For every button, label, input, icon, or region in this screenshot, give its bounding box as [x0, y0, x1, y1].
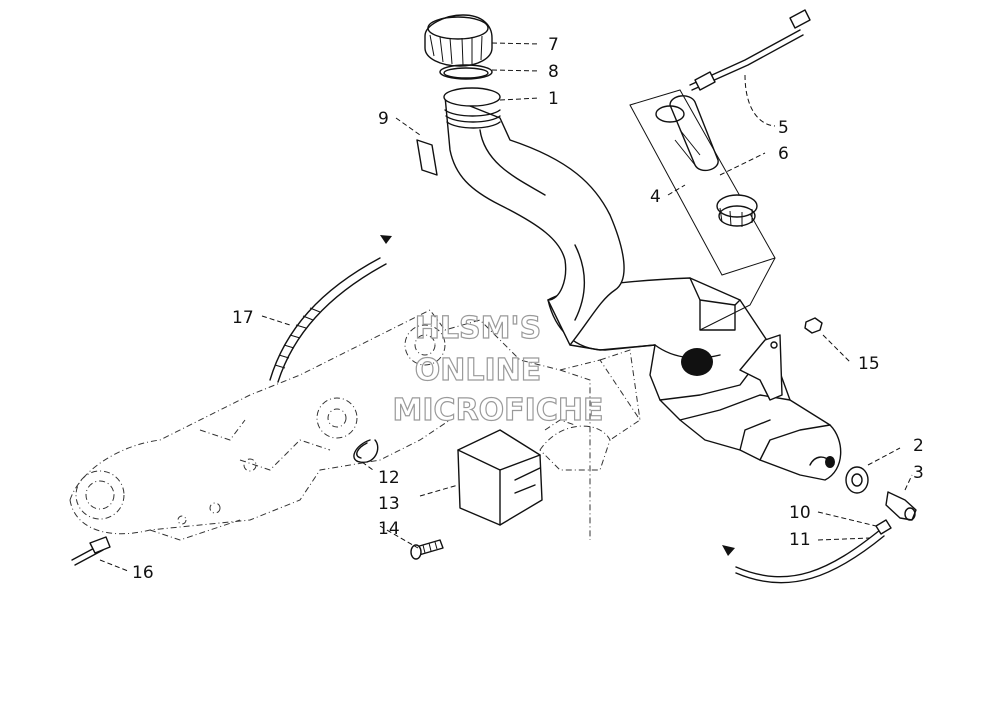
callout-5: 5	[778, 118, 789, 138]
callout-1: 1	[548, 89, 559, 109]
watermark-line-2: ONLINE	[415, 353, 542, 388]
hose-clamp	[353, 439, 379, 463]
fuel-cap	[424, 14, 493, 67]
filler-neck	[443, 87, 625, 346]
vent-hose	[269, 235, 392, 383]
watermark-line-3: MICROFICHE	[393, 393, 604, 428]
callout-8: 8	[548, 62, 559, 82]
fuel-sender-assembly	[629, 9, 811, 331]
o-ring	[439, 64, 493, 80]
callout-2: 2	[913, 436, 924, 456]
cover-box	[457, 429, 543, 526]
watermark: HLSM'S ONLINE MICROFICHE	[392, 310, 604, 428]
callout-7: 7	[548, 35, 559, 55]
callout-6: 6	[778, 144, 789, 164]
callout-9: 9	[378, 109, 389, 129]
callout-11: 11	[789, 530, 811, 550]
callout-12: 12	[378, 468, 400, 488]
screw	[410, 539, 444, 560]
callout-14: 14	[378, 519, 400, 539]
hose-fitting	[71, 536, 111, 566]
frame-outline	[69, 309, 641, 541]
leader-lines	[99, 42, 913, 572]
grommet	[845, 466, 869, 494]
callout-16: 16	[132, 563, 154, 583]
bracket	[739, 317, 823, 401]
fuel-hose	[722, 519, 892, 584]
callout-labels: 7 8 1 9 5 6 4 15 2 3 10 11 17 12 13 14 1…	[132, 35, 924, 583]
callout-17: 17	[232, 308, 254, 328]
callout-10: 10	[789, 503, 811, 523]
callout-4: 4	[650, 187, 661, 207]
callout-13: 13	[378, 494, 400, 514]
fitting	[885, 491, 917, 521]
callout-15: 15	[858, 354, 880, 374]
callout-3: 3	[913, 463, 924, 483]
decal	[416, 139, 438, 176]
watermark-line-1: HLSM'S	[415, 311, 541, 346]
